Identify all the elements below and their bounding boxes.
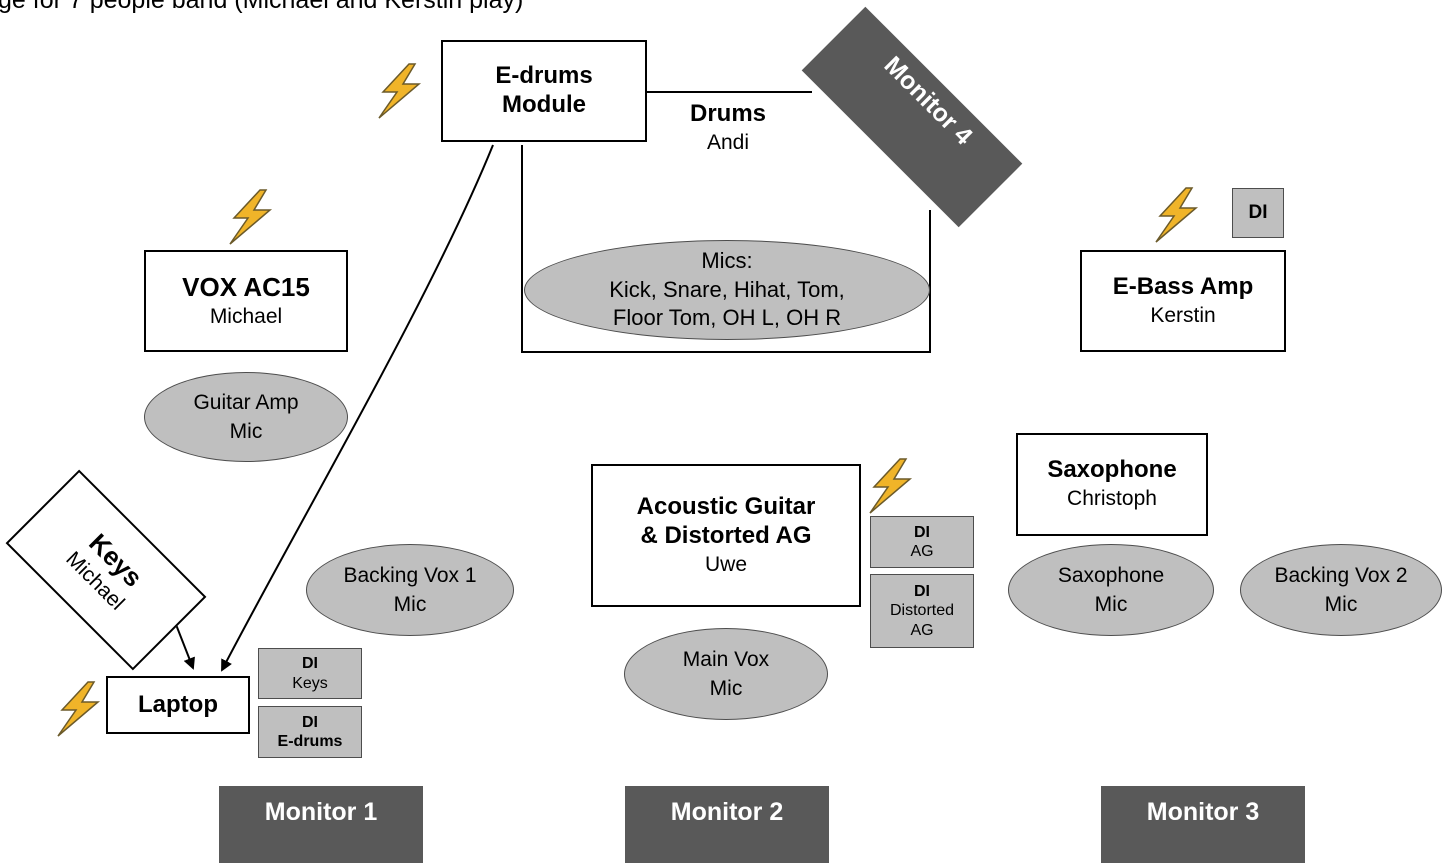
backing-vox-1-line2: Mic: [393, 593, 427, 616]
laptop-title: Laptop: [138, 690, 218, 718]
acoustic-guitar-box: Acoustic Guitar & Distorted AG Uwe: [591, 464, 861, 607]
saxophone-player: Christoph: [1067, 487, 1157, 511]
edrums-module-line2: Module: [502, 91, 586, 118]
di-ag: DI AG: [870, 516, 974, 568]
di-bass: DI: [1232, 188, 1284, 238]
header-text: ge for 7 people band (Michael and Kersti…: [0, 0, 524, 14]
monitor-2: Monitor 2: [625, 786, 829, 863]
drum-mics-line1: Mics:: [701, 248, 753, 274]
vox-ac15-player: Michael: [209, 304, 283, 328]
saxophone-mic-oval: Saxophone Mic: [1008, 544, 1214, 636]
edrums-module-line1: E-drums: [495, 62, 593, 90]
drum-riser-outline: [521, 145, 931, 353]
main-vox-line1: Main Vox: [682, 647, 770, 671]
vox-ac15-title: VOX AC15: [182, 271, 310, 302]
guitar-amp-mic-oval: Guitar Amp Mic: [144, 372, 348, 462]
monitor-2-label: Monitor 2: [670, 798, 784, 826]
saxophone-box: Saxophone Christoph: [1016, 433, 1208, 536]
di-distorted-sub2: AG: [910, 621, 934, 639]
ebass-amp-title: E-Bass Amp: [1112, 272, 1254, 300]
drum-mics-line2: Kick, Snare, Hihat, Tom,: [609, 276, 845, 302]
di-edrums-label: DI: [302, 713, 318, 731]
monitor-3: Monitor 3: [1101, 786, 1305, 863]
drums-label: Drums Andi: [670, 100, 786, 156]
di-ag-label: DI: [914, 523, 930, 541]
di-edrums-sub: E-drums: [277, 733, 343, 750]
drum-mics-line3: Floor Tom, OH L, OH R: [612, 305, 842, 331]
monitor-1: Monitor 1: [219, 786, 423, 863]
drums-player: Andi: [706, 130, 750, 154]
guitar-amp-mic-line1: Guitar Amp: [193, 390, 299, 414]
di-keys-label: DI: [302, 655, 318, 673]
di-distorted-sub1: Distorted: [889, 602, 955, 620]
backing-vox-2-line2: Mic: [1324, 593, 1358, 616]
backing-vox-1-line1: Backing Vox 1: [343, 563, 477, 587]
di-distorted-label: DI: [914, 583, 930, 601]
power-bolt-icon: [229, 189, 273, 245]
saxophone-mic-line1: Saxophone: [1057, 563, 1165, 587]
keys-to-laptop-arrow: [174, 621, 195, 670]
power-bolt-icon: [1155, 187, 1199, 243]
di-keys: DI Keys: [258, 648, 362, 699]
di-bass-label: DI: [1248, 201, 1268, 223]
di-ag-sub: AG: [910, 543, 934, 560]
di-distorted-ag: DI Distorted AG: [870, 574, 974, 648]
drums-title: Drums: [689, 100, 767, 127]
drum-mics-oval: Mics: Kick, Snare, Hihat, Tom, Floor Tom…: [524, 240, 930, 340]
ebass-amp-player: Kerstin: [1150, 303, 1216, 327]
edrums-to-laptop-arrow: [221, 144, 494, 672]
saxophone-mic-line2: Mic: [1094, 593, 1128, 616]
power-bolt-icon: [869, 458, 913, 514]
acoustic-guitar-line2: & Distorted AG: [640, 521, 812, 549]
acoustic-guitar-line1: Acoustic Guitar: [636, 493, 816, 521]
di-keys-sub: Keys: [292, 674, 328, 692]
main-vox-mic-oval: Main Vox Mic: [624, 628, 828, 720]
di-edrums: DI E-drums: [258, 706, 362, 758]
ebass-amp-box: E-Bass Amp Kerstin: [1080, 250, 1286, 352]
backing-vox-2-mic-oval: Backing Vox 2 Mic: [1240, 544, 1442, 636]
saxophone-title: Saxophone: [1047, 456, 1177, 484]
vox-ac15-box: VOX AC15 Michael: [144, 250, 348, 352]
main-vox-line2: Mic: [709, 677, 743, 700]
backing-vox-1-mic-oval: Backing Vox 1 Mic: [306, 544, 514, 636]
power-bolt-icon: [378, 63, 422, 119]
backing-vox-2-line1: Backing Vox 2: [1274, 563, 1408, 587]
guitar-amp-mic-line2: Mic: [229, 420, 263, 443]
monitor-3-label: Monitor 3: [1146, 798, 1260, 826]
power-bolt-icon: [57, 681, 101, 737]
laptop-box: Laptop: [106, 676, 250, 734]
acoustic-guitar-player: Uwe: [704, 552, 747, 576]
monitor-1-label: Monitor 1: [264, 798, 378, 826]
edrums-module-box: E-drums Module: [441, 40, 647, 142]
